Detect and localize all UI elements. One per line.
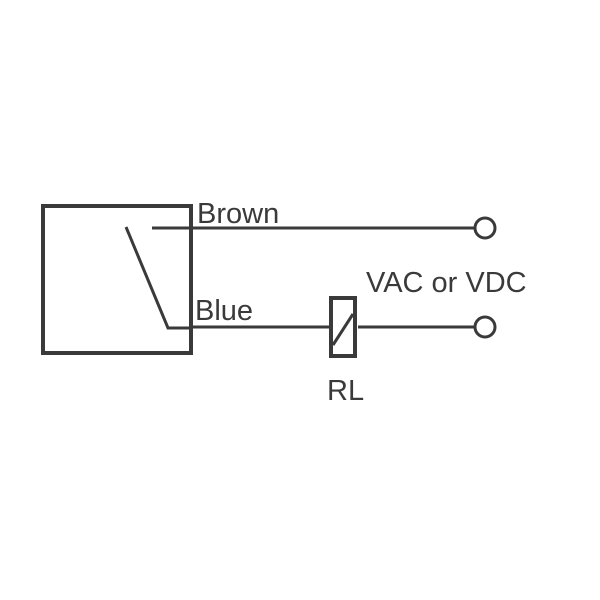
relay-coil-diagonal — [331, 313, 355, 346]
supply-label: VAC or VDC — [366, 267, 527, 299]
relay-label: RL — [327, 375, 364, 407]
switch-contact — [124, 226, 191, 330]
relay-coil — [329, 296, 357, 358]
supply-terminal — [473, 315, 497, 339]
brown-label: Brown — [197, 198, 279, 230]
sensor-box — [41, 204, 193, 355]
blue-label: Blue — [195, 295, 253, 327]
brown-terminal — [473, 216, 497, 240]
